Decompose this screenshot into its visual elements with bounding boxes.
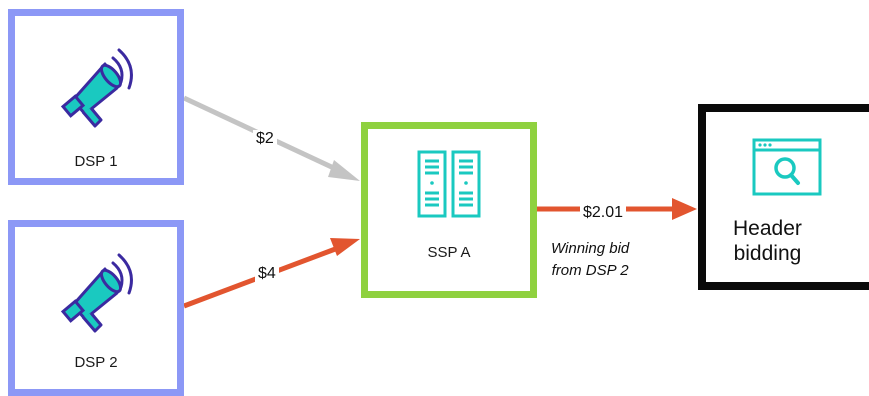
header-bidding-node: Header bidding [698, 104, 869, 290]
edge-label-dsp1: $2 [253, 130, 277, 148]
megaphone-icon [60, 48, 133, 128]
ssp-a-label: SSP A [427, 244, 471, 261]
annotation-line1: Winning bid [551, 240, 630, 257]
header-bidding-label: Header bidding [733, 216, 802, 266]
dsp1-label: DSP 1 [74, 153, 118, 170]
edge-label-dsp2: $4 [255, 265, 279, 283]
megaphone-icon [60, 253, 133, 333]
dsp2-node: DSP 2 [8, 220, 184, 396]
header-bidding-label-line2: bidding [733, 242, 802, 265]
winning-bid-annotation: Winning bid from DSP 2 [551, 238, 629, 282]
ssp-a-node: SSP A [361, 122, 537, 298]
annotation-line2: from DSP 2 [551, 262, 629, 279]
browser-search-icon [752, 138, 822, 196]
dsp2-label: DSP 2 [74, 354, 118, 371]
edge-label-ssp: $2.01 [580, 204, 627, 222]
server-icon [417, 150, 481, 218]
dsp1-node: DSP 1 [8, 9, 184, 185]
header-bidding-label-line1: Header [733, 217, 802, 240]
